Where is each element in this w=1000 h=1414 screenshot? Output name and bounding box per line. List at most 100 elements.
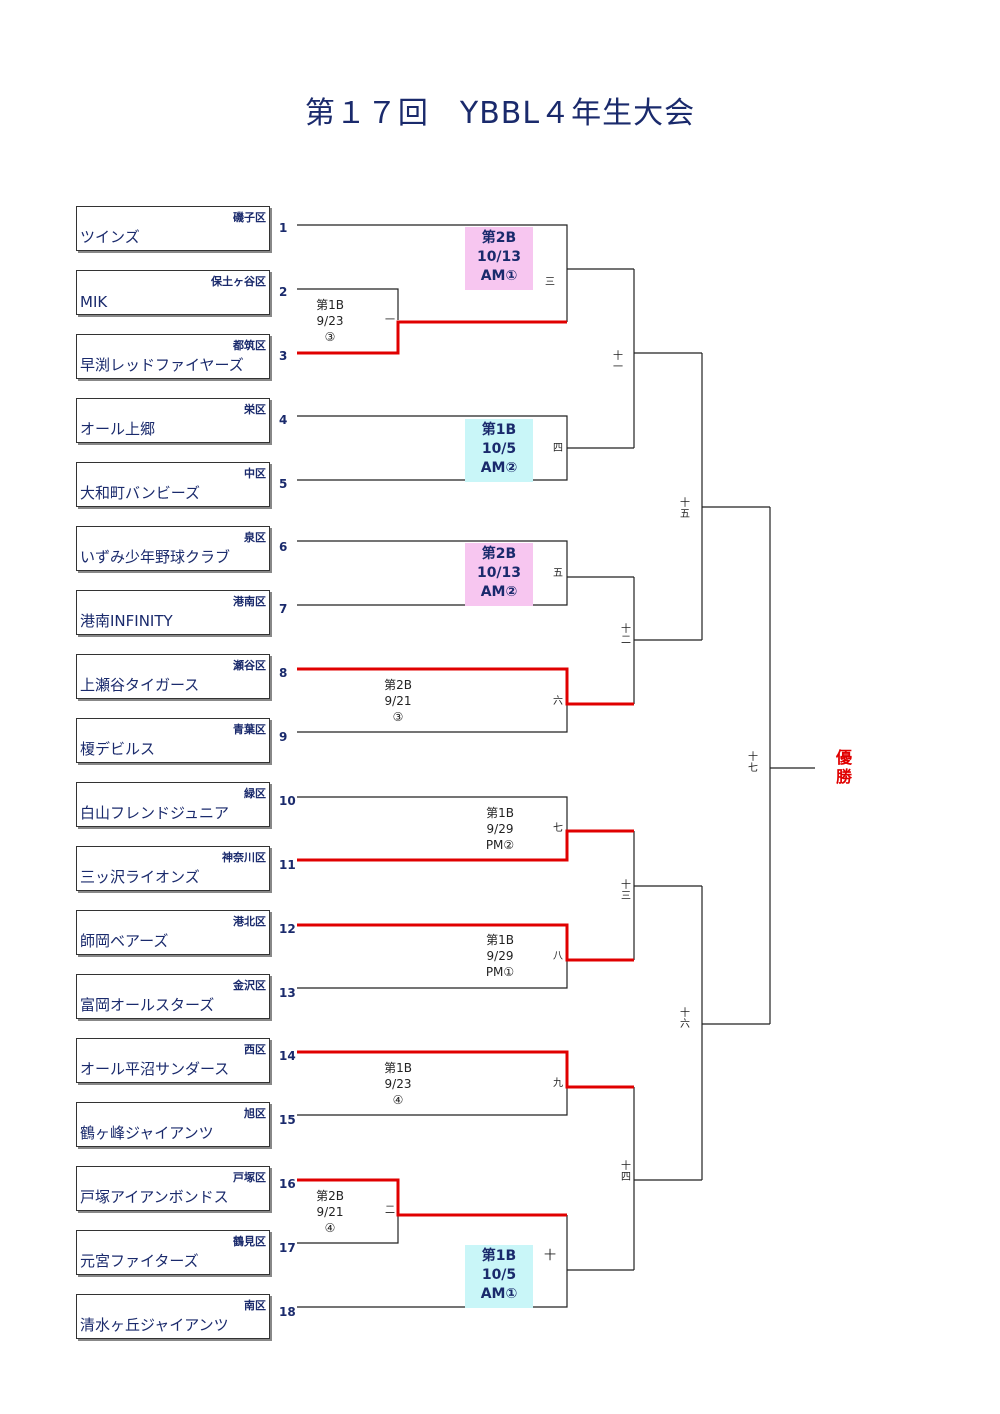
team-name: いずみ少年野球クラブ <box>80 548 231 566</box>
team-box: 瀬谷区上瀬谷タイガース <box>76 654 270 699</box>
match-court: 第1B <box>316 298 344 312</box>
team-box: 港南区港南INFINITY <box>76 590 270 635</box>
team-district: 都筑区 <box>233 339 266 352</box>
team-box: 西区オール平沼サンダース <box>76 1038 270 1083</box>
game-number: 十二 <box>621 624 631 646</box>
team-box: 金沢区富岡オールスターズ <box>76 974 270 1019</box>
game-number: 十四 <box>621 1161 631 1183</box>
team-district: 金沢区 <box>233 979 266 992</box>
team-district: 港北区 <box>233 915 266 928</box>
team-district: 戸塚区 <box>233 1171 266 1184</box>
seed-number: 8 <box>279 666 288 680</box>
match-slot: ③ <box>324 330 336 344</box>
seed-number: 16 <box>279 1177 296 1191</box>
match-court: 第1B <box>486 806 514 820</box>
game-number: 八 <box>553 951 563 962</box>
match-court: 第2B <box>384 678 412 692</box>
match-label: 第1B 9/23 ③ <box>305 297 355 345</box>
team-box: 磯子区ツインズ <box>76 206 270 251</box>
seed-number: 12 <box>279 922 296 936</box>
seed-number: 17 <box>279 1241 296 1255</box>
game-number: 一 <box>385 315 395 326</box>
team-box: 鶴見区元宮ファイターズ <box>76 1230 270 1275</box>
team-district: 栄区 <box>244 403 266 416</box>
team-name: 早渕レッドファイヤーズ <box>80 356 244 374</box>
team-name: 榎デビルス <box>80 740 156 758</box>
bracket-line <box>297 540 568 606</box>
team-box: 神奈川区三ッ沢ライオンズ <box>76 846 270 891</box>
team-box: 栄区オール上郷 <box>76 398 270 443</box>
team-name: オール上郷 <box>80 420 156 438</box>
match-date: 9/23 <box>316 314 344 328</box>
team-box: 中区大和町バンビーズ <box>76 462 270 507</box>
bracket-line <box>297 796 568 831</box>
match-slot: ④ <box>324 1221 336 1235</box>
seed-number: 9 <box>279 730 288 744</box>
match-date: 9/21 <box>384 694 412 708</box>
match-slot: PM① <box>485 965 515 979</box>
team-box: 都筑区早渕レッドファイヤーズ <box>76 334 270 379</box>
match-court: 第2B <box>481 546 517 562</box>
seed-number: 14 <box>279 1049 296 1063</box>
seed-number: 10 <box>279 794 296 808</box>
game-number: 七 <box>553 823 563 834</box>
winner-line <box>297 923 634 962</box>
team-box: 戸塚区戸塚アイアンボンドス <box>76 1166 270 1211</box>
team-name: MIK <box>80 293 108 311</box>
winner-label: 優勝 <box>836 748 853 786</box>
team-name: 鶴ヶ峰ジャイアンツ <box>80 1124 214 1142</box>
team-name: 師岡ベアーズ <box>80 932 169 950</box>
team-district: 中区 <box>244 467 266 480</box>
game-number: 九 <box>553 1078 563 1089</box>
match-court: 第1B <box>481 1248 517 1264</box>
bracket-line <box>297 288 399 320</box>
team-box: 南区清水ヶ丘ジャイアンツ <box>76 1294 270 1339</box>
match-court: 第2B <box>481 230 517 246</box>
seed-number: 13 <box>279 986 296 1000</box>
game-number: 六 <box>553 696 563 707</box>
seed-number: 18 <box>279 1305 296 1319</box>
team-district: 南区 <box>244 1299 266 1312</box>
winner-line <box>297 1050 634 1089</box>
seed-number: 15 <box>279 1113 296 1127</box>
team-district: 西区 <box>244 1043 266 1056</box>
winner-line <box>297 320 567 355</box>
team-name: オール平沼サンダース <box>80 1060 230 1078</box>
match-date: 9/29 <box>486 822 514 836</box>
match-date: 10/13 <box>476 565 522 581</box>
team-name: 富岡オールスターズ <box>80 996 215 1014</box>
match-date: 10/5 <box>481 441 517 457</box>
team-district: 鶴見区 <box>233 1235 266 1248</box>
bracket-line <box>297 704 568 733</box>
team-name: 上瀬谷タイガース <box>80 676 200 694</box>
match-court: 第1B <box>486 933 514 947</box>
team-district: 神奈川区 <box>222 851 266 864</box>
team-name: 三ッ沢ライオンズ <box>80 868 200 886</box>
team-name: 大和町バンビーズ <box>80 484 201 502</box>
bracket-line <box>297 960 568 989</box>
team-name: 白山フレンドジュニア <box>80 804 229 822</box>
match-slot: AM② <box>480 584 518 600</box>
seed-number: 6 <box>279 540 288 554</box>
team-district: 瀬谷区 <box>233 659 266 672</box>
match-court: 第1B <box>384 1061 412 1075</box>
team-district: 港南区 <box>233 595 266 608</box>
page-title: 第１７回 YBBL４年生大会 <box>304 96 696 131</box>
team-box: 泉区いずみ少年野球クラブ <box>76 526 270 571</box>
match-date: 9/23 <box>384 1077 412 1091</box>
team-name: 清水ヶ丘ジャイアンツ <box>80 1316 229 1334</box>
team-box: 港北区師岡ベアーズ <box>76 910 270 955</box>
winner-line <box>297 1178 567 1217</box>
team-district: 磯子区 <box>233 211 266 224</box>
seed-number: 1 <box>279 221 288 235</box>
team-name: 元宮ファイターズ <box>80 1252 199 1270</box>
